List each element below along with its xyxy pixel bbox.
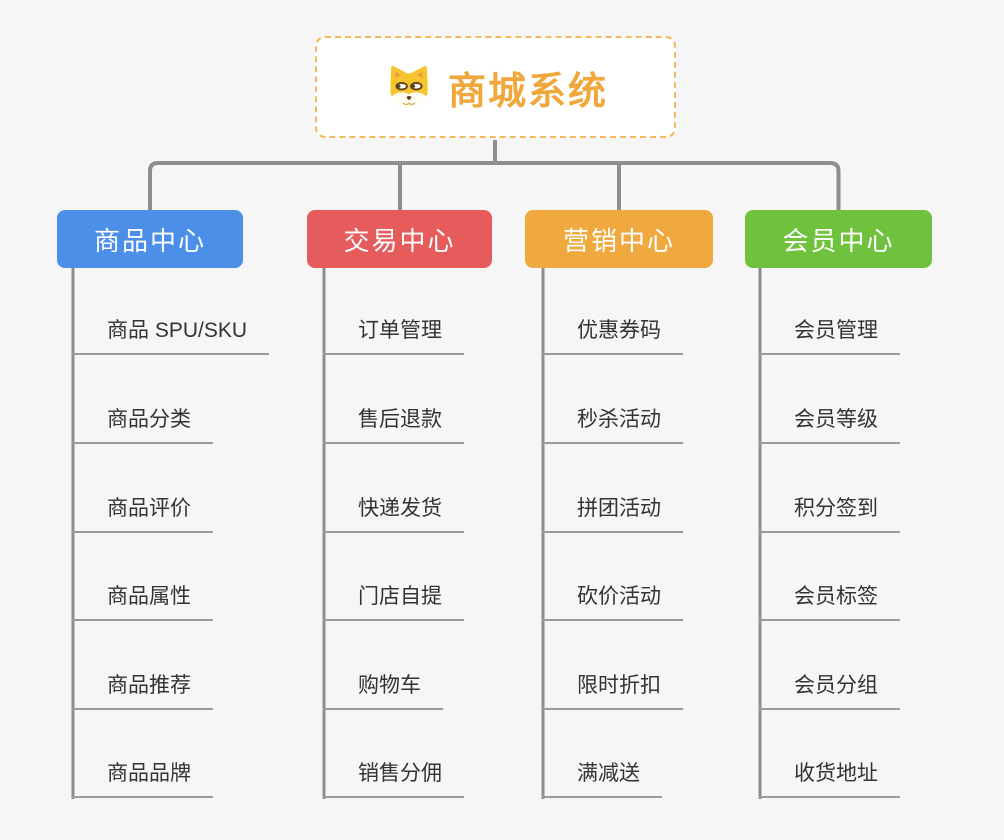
branch-label: 营销中心 [562, 225, 675, 256]
leaf-node[interactable]: 砍价活动 [542, 582, 683, 621]
leaf-node[interactable]: 快递发货 [323, 494, 464, 533]
leaf-node[interactable]: 秒杀活动 [542, 405, 683, 444]
leaf-node[interactable]: 会员标签 [759, 582, 900, 621]
leaf-node[interactable]: 满减送 [542, 759, 662, 798]
branch-node-trade-center[interactable]: 交易中心 [307, 210, 492, 268]
dog-icon [390, 65, 428, 109]
leaf-node[interactable]: 商品推荐 [72, 671, 213, 710]
leaf-node[interactable]: 商品 SPU/SKU [72, 316, 270, 355]
branch-node-marketing-center[interactable]: 营销中心 [525, 210, 713, 268]
leaf-node[interactable]: 优惠券码 [542, 316, 683, 355]
leaf-node[interactable]: 收货地址 [759, 759, 900, 798]
leaf-node[interactable]: 拼团活动 [542, 494, 683, 533]
leaf-node[interactable]: 门店自提 [323, 582, 464, 621]
leaf-node[interactable]: 订单管理 [323, 316, 464, 355]
leaf-node[interactable]: 积分签到 [759, 494, 900, 533]
leaf-node[interactable]: 会员等级 [759, 405, 900, 444]
leaf-node[interactable]: 会员分组 [759, 671, 900, 710]
leaf-node[interactable]: 商品分类 [72, 405, 213, 444]
root-label: 商城系统 [447, 70, 608, 113]
leaf-node[interactable]: 会员管理 [759, 316, 900, 355]
branch-label: 商品中心 [93, 225, 206, 256]
leaf-node[interactable]: 售后退款 [323, 405, 464, 444]
branch-label: 交易中心 [343, 225, 456, 256]
root-node[interactable]: 商城系统 [315, 36, 676, 138]
leaf-node[interactable]: 商品品牌 [72, 759, 213, 798]
leaf-node[interactable]: 商品评价 [72, 494, 213, 533]
leaf-node[interactable]: 购物车 [323, 671, 443, 710]
branch-node-product-center[interactable]: 商品中心 [57, 210, 243, 268]
leaf-node[interactable]: 销售分佣 [323, 759, 464, 798]
leaf-node[interactable]: 限时折扣 [542, 671, 683, 710]
leaf-node[interactable]: 商品属性 [72, 582, 213, 621]
branch-label: 会员中心 [782, 225, 895, 256]
branch-node-member-center[interactable]: 会员中心 [745, 210, 932, 268]
